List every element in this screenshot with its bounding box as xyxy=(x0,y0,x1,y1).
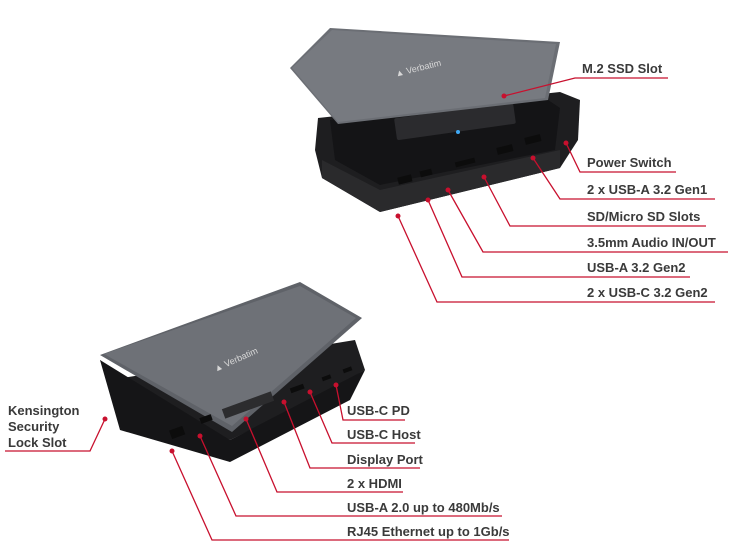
label-usb-c-host: USB-C Host xyxy=(347,427,421,442)
label-usb-a-2: USB-A 2.0 up to 480Mb/s xyxy=(347,500,500,515)
label-m2-ssd-slot: M.2 SSD Slot xyxy=(582,61,663,76)
label-usb-c-gen2: 2 x USB-C 3.2 Gen2 xyxy=(587,285,708,300)
callout-lines xyxy=(5,77,728,541)
label-rj45: RJ45 Ethernet up to 1Gb/s xyxy=(347,524,510,539)
label-display-port: Display Port xyxy=(347,452,423,467)
label-usb-c-pd: USB-C PD xyxy=(347,403,410,418)
label-kensington-3: Lock Slot xyxy=(8,435,67,450)
bottom-dock-device: ▲ Verbatim xyxy=(100,282,365,462)
label-usb-a-gen2: USB-A 3.2 Gen2 xyxy=(587,260,686,275)
top-dock-device: ▲ Verbatim xyxy=(290,28,580,212)
label-power-switch: Power Switch xyxy=(587,155,672,170)
label-usb-a-gen1: 2 x USB-A 3.2 Gen1 xyxy=(587,182,708,197)
label-hdmi: 2 x HDMI xyxy=(347,476,402,491)
label-sd-slots: SD/Micro SD Slots xyxy=(587,209,701,224)
label-kensington-2: Security xyxy=(8,419,60,434)
label-kensington-1: Kensington xyxy=(8,403,80,418)
label-audio: 3.5mm Audio IN/OUT xyxy=(587,235,716,250)
callout-dots xyxy=(102,93,569,454)
